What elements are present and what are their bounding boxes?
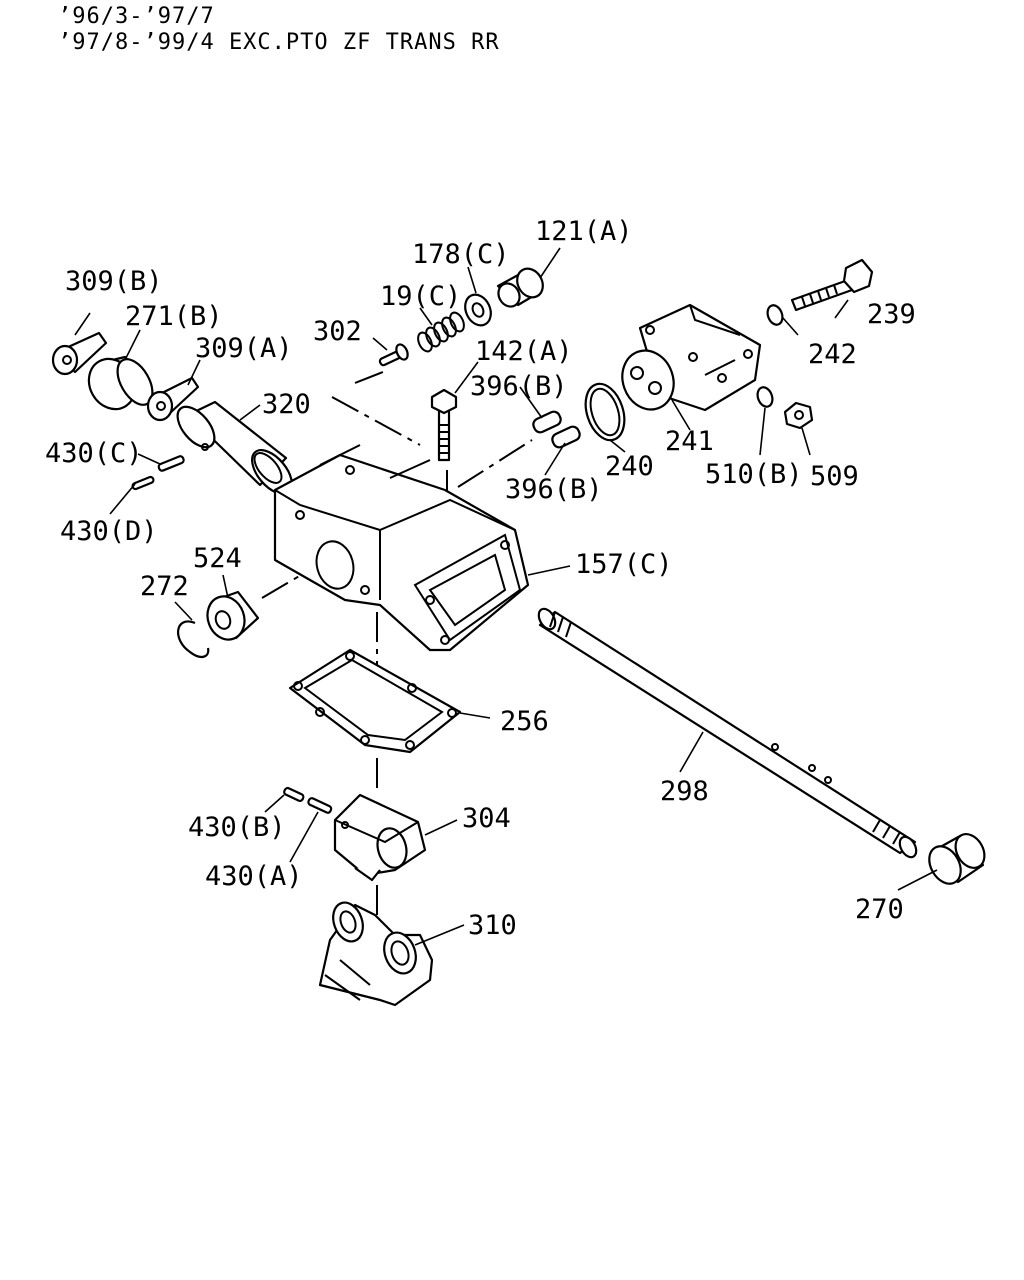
header-date-range-1: ’96/3-’97/7 [58, 4, 215, 29]
callout-239: 239 [867, 299, 916, 330]
callout-309a: 309(A) [195, 333, 293, 364]
part-302-pin [378, 343, 409, 367]
part-310-fork [318, 901, 434, 1007]
part-142a-bolt [430, 388, 458, 462]
part-121a-plug [496, 267, 544, 308]
callout-430d: 430(D) [60, 516, 158, 547]
part-309b-plate [51, 331, 108, 376]
part-157c-case [273, 444, 530, 652]
callout-271b: 271(B) [125, 301, 223, 332]
callout-256: 256 [500, 706, 549, 737]
callout-157c: 157(C) [575, 549, 673, 580]
callout-524: 524 [193, 543, 242, 574]
callout-142a: 142(A) [475, 336, 573, 367]
part-309a-plate [146, 376, 200, 422]
leader-lines [74, 247, 938, 946]
callout-labels: 309(B) 271(B) 309(A) 320 430(C) 430(D) 3… [45, 216, 916, 941]
callout-298: 298 [660, 776, 709, 807]
part-241-housing [621, 303, 762, 412]
part-298-shaft [537, 607, 918, 859]
part-239-bolt [790, 258, 874, 312]
header-date-range-2: ’97/8-’99/4 EXC.PTO ZF TRANS RR [58, 30, 500, 55]
callout-430b: 430(B) [188, 812, 286, 843]
callout-302: 302 [313, 316, 362, 347]
callout-304: 304 [462, 803, 511, 834]
callout-320: 320 [262, 389, 311, 420]
part-270-bearing [928, 833, 986, 885]
callout-396b-lower: 396(B) [505, 474, 603, 505]
part-320-sleeve [176, 400, 293, 495]
callout-430a: 430(A) [205, 861, 303, 892]
callout-121a: 121(A) [535, 216, 633, 247]
part-19c-spring [417, 311, 465, 353]
callout-240: 240 [605, 451, 654, 482]
callout-310: 310 [468, 910, 517, 941]
callout-510b: 510(B) [705, 459, 803, 490]
part-240-o-ring [584, 382, 626, 442]
callout-509: 509 [810, 461, 859, 492]
part-272-snap-ring [177, 620, 210, 658]
part-396b-dowel-upper [532, 410, 562, 434]
callout-270: 270 [855, 894, 904, 925]
part-430b-pin [283, 786, 305, 802]
part-430d-pin [131, 475, 155, 491]
part-430c-pin [157, 455, 185, 472]
callout-430c: 430(C) [45, 438, 143, 469]
callout-272: 272 [140, 571, 189, 602]
callout-396b-upper: 396(B) [470, 371, 568, 402]
part-256-gasket [288, 648, 462, 754]
part-242-washer [766, 304, 784, 326]
callout-241: 241 [665, 426, 714, 457]
part-304-block [333, 793, 427, 882]
part-430a-pin [307, 797, 333, 814]
callout-309b: 309(B) [65, 266, 163, 297]
part-510b-washer [756, 386, 774, 408]
callout-242: 242 [808, 339, 857, 370]
callout-19c: 19(C) [380, 281, 461, 312]
part-509-nut [783, 401, 814, 430]
part-396b-dowel-lower [551, 425, 581, 449]
callout-178c: 178(C) [412, 239, 510, 270]
part-178c-washer [464, 293, 492, 327]
part-524-bushing [206, 590, 260, 641]
